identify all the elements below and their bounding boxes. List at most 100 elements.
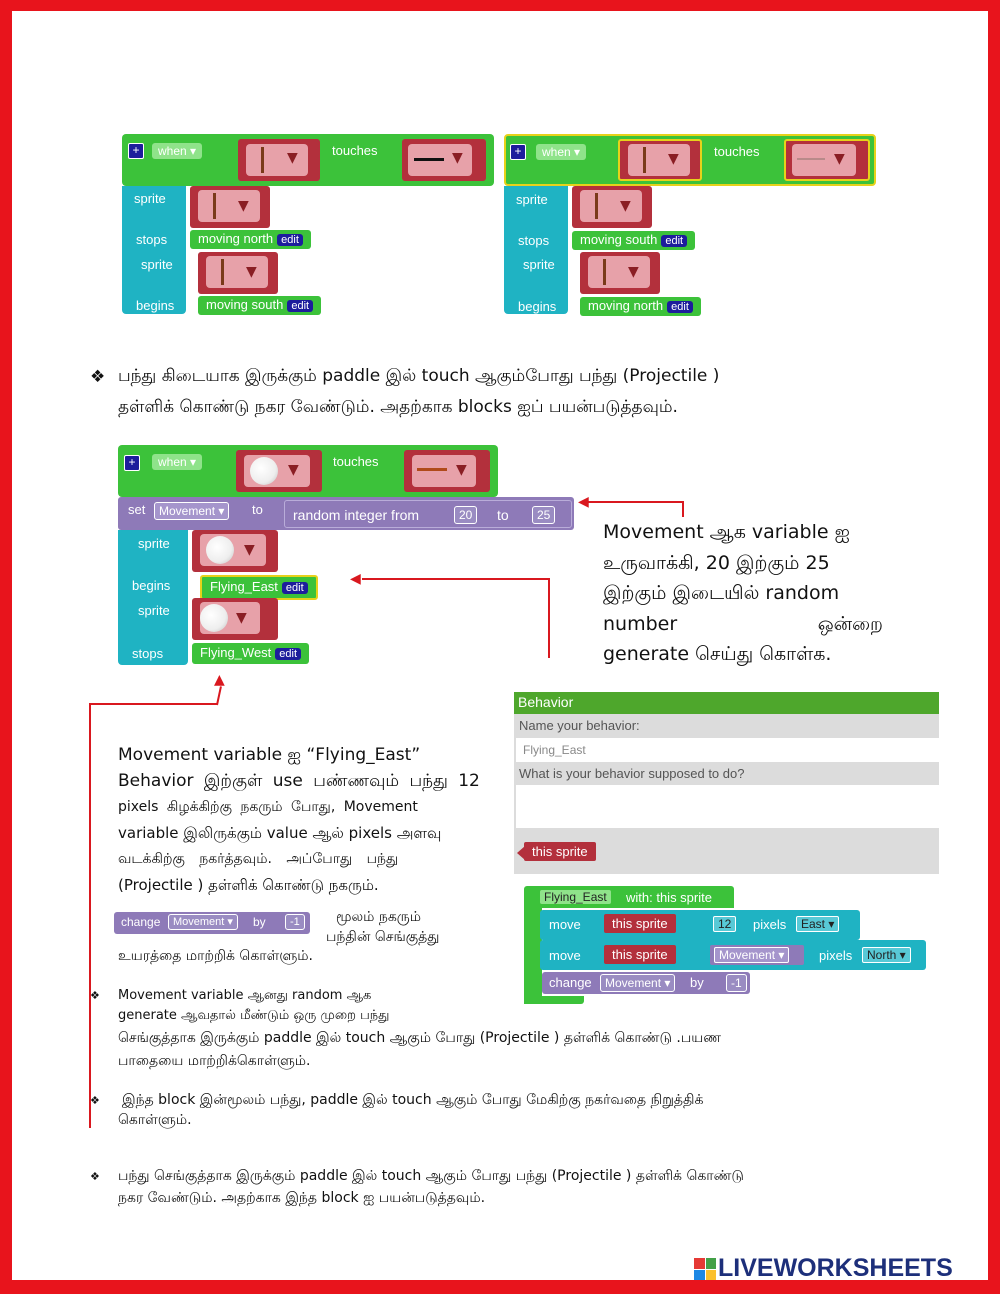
change-note-line: மூலம் நகரும் — [336, 909, 422, 925]
paddle-vertical-icon — [643, 147, 646, 173]
explain-line: (Projectile ) தள்ளிக் கொண்டு நகரும். — [118, 876, 379, 894]
random-to-input[interactable]: 25 — [532, 506, 556, 524]
dropdown-arrow-icon: ▼ — [288, 462, 299, 478]
by-label: by — [690, 975, 704, 990]
when-dropdown[interactable]: when ▾ — [152, 454, 203, 470]
pixels-input[interactable]: 12 — [713, 916, 737, 932]
stops-label: stops — [136, 232, 168, 247]
by-label: by — [253, 915, 266, 929]
change-value-input[interactable]: -1 — [285, 914, 305, 930]
when-dropdown[interactable]: when ▾ — [536, 144, 587, 160]
sprite-dropdown[interactable] — [198, 190, 260, 222]
arrow-line — [588, 501, 684, 503]
sprite-label: sprite — [138, 536, 170, 551]
bullet3-line2: கொள்ளும். — [118, 1112, 192, 1128]
expand-icon[interactable]: + — [510, 144, 526, 160]
this-sprite-block[interactable]: this sprite — [604, 945, 676, 964]
when-dropdown[interactable]: when ▾ — [152, 143, 203, 159]
explain-line: pixels கிழக்கிற்கு நகரும் போது, Movement — [118, 799, 418, 815]
direction-dropdown[interactable]: North ▾ — [862, 947, 911, 963]
note-line: இற்கும் இடையில் random — [603, 582, 840, 604]
bullet4-line2: நகர வேண்டும். அதற்காக இந்த block ஐ பயன்ப… — [118, 1190, 486, 1206]
this-sprite-block[interactable]: this sprite — [524, 842, 596, 861]
sprite-dropdown[interactable] — [628, 144, 690, 176]
sprite-label: sprite — [141, 257, 173, 272]
direction-dropdown[interactable]: East ▾ — [796, 916, 840, 932]
arrow-up-icon: ▲ — [214, 672, 225, 688]
dropdown-arrow-icon: ▼ — [620, 198, 631, 214]
touches-label: touches — [333, 454, 379, 469]
explain-line: Movement variable ஐ “Flying_East” — [118, 745, 421, 765]
change-note-line: பந்தின் செங்குத்து — [326, 929, 440, 945]
touches-label: touches — [714, 144, 760, 159]
expand-icon[interactable]: + — [124, 455, 140, 471]
bullet2-line1: Movement variable ஆனது random ஆக — [118, 988, 372, 1003]
paddle-vertical-icon — [261, 147, 264, 173]
block-notch — [517, 846, 525, 860]
dropdown-arrow-icon: ▼ — [452, 150, 463, 166]
note-word: number — [603, 612, 678, 635]
arrow-line — [682, 501, 684, 517]
sprite-dropdown[interactable] — [206, 256, 268, 288]
paddle-horizontal-icon — [417, 468, 447, 471]
with-label: with: this sprite — [626, 890, 712, 905]
set-label: set — [128, 502, 146, 517]
sprite-dropdown[interactable] — [580, 190, 642, 222]
bullet2-line4: பாதையை மாற்றிக்கொள்ளும். — [118, 1053, 311, 1069]
to-label: to — [497, 507, 509, 523]
bullet2-line3: செங்குத்தாக இருக்கும் paddle இல் touch ஆ… — [118, 1030, 722, 1046]
dropdown-arrow-icon: ▼ — [246, 264, 257, 280]
movement-note: Movement ஆக variable ஐ உருவாக்கி, 20 இற்… — [603, 517, 883, 670]
dropdown-arrow-icon: ▼ — [834, 151, 845, 167]
paddle-vertical-icon — [595, 193, 598, 219]
behavior-name-input[interactable] — [516, 738, 939, 762]
bullet1-line1: பந்து கிடையாக இருக்கும் paddle இல் touch… — [118, 366, 720, 386]
dropdown-arrow-icon: ▼ — [287, 150, 298, 166]
this-sprite-block[interactable]: this sprite — [604, 914, 676, 933]
arrow-line — [89, 703, 91, 1128]
note-line: உருவாக்கி, 20 இற்கும் 25 — [603, 551, 830, 574]
dropdown-arrow-icon: ▼ — [238, 198, 249, 214]
stops-label: stops — [132, 646, 164, 661]
name-label: Name your behavior: — [519, 718, 640, 733]
movement-variable-dropdown[interactable]: Movement ▾ — [168, 914, 238, 930]
sprite-dropdown[interactable] — [246, 144, 308, 176]
move-label: move — [549, 917, 581, 932]
sprite-label: sprite — [523, 257, 555, 272]
arrow-line — [548, 578, 550, 658]
expand-icon[interactable]: + — [128, 143, 144, 159]
explain-line: Behavior இற்குள் use பண்ணவும் பந்து 12 — [118, 771, 480, 791]
ball-icon — [200, 604, 228, 632]
paddle-vertical-icon — [603, 259, 606, 285]
move-label: move — [549, 948, 581, 963]
paddle-horizontal-icon — [414, 158, 444, 161]
bullet2-line2: generate ஆவதால் மீண்டும் ஒரு முறை பந்து — [118, 1008, 390, 1023]
explanation-paragraph: Movement variable ஐ “Flying_East” Behavi… — [118, 742, 500, 898]
bullet-icon: ❖ — [90, 1094, 100, 1107]
change-value-input[interactable]: -1 — [726, 974, 747, 992]
begins-label: begins — [136, 298, 175, 313]
change-label: change — [549, 975, 592, 990]
dropdown-arrow-icon: ▼ — [456, 462, 467, 478]
movement-variable-dropdown[interactable]: Movement ▾ — [154, 502, 230, 520]
sprite-dropdown[interactable] — [792, 144, 856, 176]
arrow-left-icon: ◀ — [350, 571, 361, 587]
movement-variable-dropdown[interactable]: Movement ▾ — [600, 974, 676, 992]
change-label: change — [121, 915, 161, 929]
bullet3-line1: இந்த block இன்மூலம் பந்து, paddle இல் to… — [122, 1092, 704, 1108]
bullet-icon: ❖ — [90, 989, 100, 1002]
sprite-dropdown[interactable] — [588, 256, 650, 288]
sprite-label: sprite — [138, 603, 170, 618]
random-from-input[interactable]: 20 — [454, 506, 478, 524]
behavior-purpose-textarea[interactable] — [516, 785, 939, 828]
movement-variable-dropdown[interactable]: Movement ▾ — [714, 947, 790, 963]
dropdown-arrow-icon: ▼ — [628, 264, 639, 280]
behavior-name-field[interactable]: Flying_East — [540, 890, 611, 904]
sprite-dropdown[interactable] — [412, 455, 476, 487]
